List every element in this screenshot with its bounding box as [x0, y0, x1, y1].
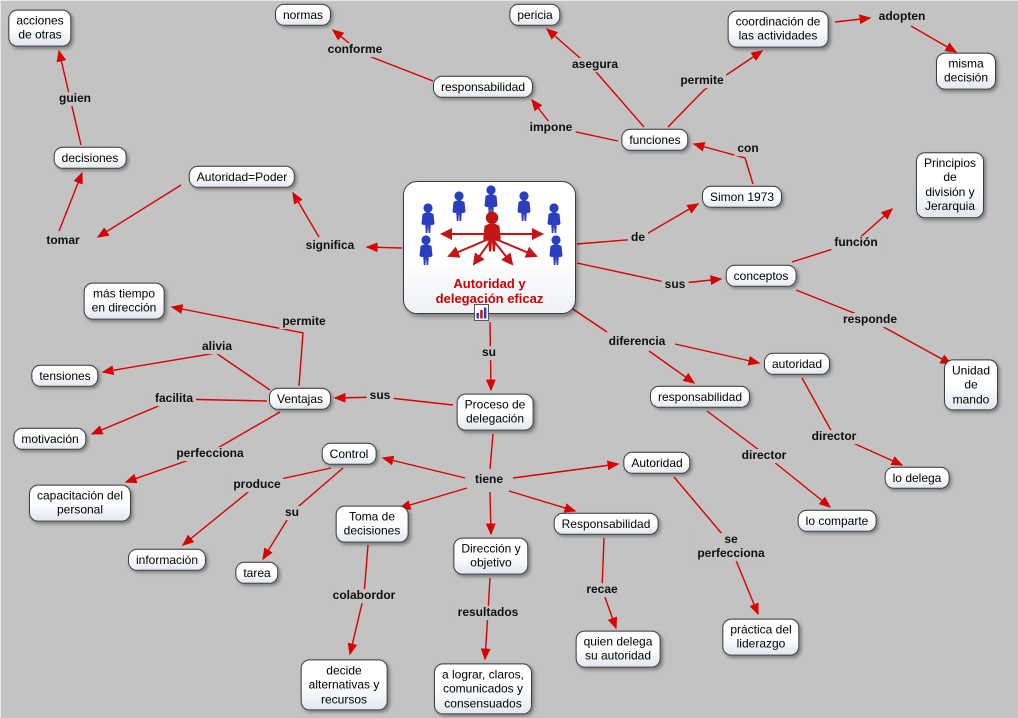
concept-funciones[interactable]: funciones — [621, 128, 689, 152]
central-concept-autoridad-delegacion[interactable]: Autoridad y delegación eficaz — [403, 181, 576, 314]
concept-proceso-de-delegacion[interactable]: Proceso de delegación — [456, 393, 534, 431]
concept-responsabilidad-normas[interactable]: responsabilidad — [432, 75, 534, 99]
concept-responsabilidad-tiene[interactable]: Responsabilidad — [553, 512, 659, 536]
linking-phrase-resultados[interactable]: resultados — [454, 605, 522, 620]
edge-diferencia-to-autoridad-diferencia — [674, 343, 761, 366]
concept-mas-tiempo-direccion[interactable]: más tiempo en dirección — [83, 282, 165, 320]
delegation-people-graphic — [419, 185, 563, 266]
concept-autoridad-tiene[interactable]: Autoridad — [623, 451, 691, 475]
linking-phrase-diferencia[interactable]: diferencia — [605, 334, 669, 349]
edge-diferencia-to-responsabilidad-diferencia — [648, 350, 696, 384]
linking-phrase-de[interactable]: de — [627, 230, 649, 245]
concept-responsabilidad-diferencia[interactable]: responsabilidad — [649, 385, 751, 409]
edge-tiene-to-direccion-y-objetivo — [485, 491, 496, 536]
concept-principios-division[interactable]: Principios de división y Jerarquia — [915, 152, 985, 218]
edge-simon-1973-to-funciones — [692, 142, 754, 185]
edge-funciones-to-pericia — [545, 28, 645, 128]
edge-ventajas-to-mas-tiempo-direccion — [170, 304, 304, 387]
linking-phrase-colabordor[interactable]: colabordor — [329, 588, 399, 603]
linking-phrase-director-comparte[interactable]: director — [738, 448, 790, 463]
linking-phrase-su-proceso[interactable]: su — [478, 345, 500, 360]
concept-decide-alternativas[interactable]: decide alternativas y recursos — [300, 659, 388, 711]
concept-lo-delega[interactable]: lo delega — [884, 466, 950, 490]
linking-phrase-recae[interactable]: recae — [583, 582, 621, 597]
linking-phrase-guien[interactable]: guien — [56, 91, 94, 106]
edge-coordinacion-actividades-to-adopten — [834, 14, 872, 25]
edge-significa-to-autoridad-poder — [292, 191, 320, 238]
resource-attachment-icon[interactable] — [474, 304, 489, 321]
linking-phrase-alivia[interactable]: alivia — [198, 339, 236, 354]
concept-motivacion[interactable]: motivación — [13, 427, 87, 451]
linking-phrase-tiene[interactable]: tiene — [471, 472, 507, 487]
concept-pericia[interactable]: pericia — [509, 3, 561, 27]
linking-phrase-su-tarea[interactable]: su — [281, 505, 303, 520]
edge-proceso-de-delegacion-to-tiene — [489, 433, 494, 470]
edge-tomar-to-decisiones — [58, 171, 83, 232]
edge-tiene-to-toma-de-decisiones — [398, 487, 468, 510]
concept-tensiones[interactable]: tensiones — [31, 364, 99, 388]
concept-informacion[interactable]: información — [127, 548, 207, 572]
linking-phrase-permite-funciones[interactable]: permite — [677, 73, 727, 88]
central-concept-label: Autoridad y delegación eficaz — [435, 275, 544, 307]
concept-coordinacion-actividades[interactable]: coordinación de las actividades — [727, 10, 829, 48]
edge-autoridad-poder-to-tomar — [96, 184, 182, 238]
edge-autoridad-diferencia-to-lo-delega — [801, 377, 904, 466]
linking-phrase-permite-ventajas[interactable]: permite — [279, 314, 329, 329]
concept-conceptos[interactable]: conceptos — [725, 264, 797, 288]
concept-autoridad-diferencia[interactable]: autoridad — [763, 352, 831, 376]
edge-funciones-to-coordinacion-actividades — [667, 50, 764, 128]
linking-phrase-tomar[interactable]: tomar — [43, 233, 83, 248]
concept-misma-decision[interactable]: misma decisión — [935, 52, 997, 90]
edge-ventajas-to-tensiones — [101, 352, 271, 391]
linking-phrase-sus-ventajas[interactable]: sus — [366, 388, 394, 403]
concept-normas[interactable]: normas — [274, 3, 332, 27]
concept-direccion-y-objetivo[interactable]: Dirección y objetivo — [453, 537, 529, 575]
linking-phrase-adopten[interactable]: adopten — [875, 9, 929, 24]
linking-phrase-conforme[interactable]: conforme — [324, 42, 386, 57]
edge-central-to-conceptos — [576, 262, 723, 285]
edge-adopten-to-misma-decision — [910, 25, 958, 53]
linking-phrase-director-delega[interactable]: director — [808, 429, 860, 444]
linking-phrase-funcion[interactable]: función — [831, 235, 881, 250]
edge-tiene-to-autoridad-tiene — [512, 460, 620, 479]
concept-capacitacion-personal[interactable]: capacitación del personal — [28, 484, 132, 522]
concept-quien-delega-autoridad[interactable]: quien delega su autoridad — [575, 630, 661, 668]
linking-phrase-se-perfecciona[interactable]: se perfecciona — [694, 532, 768, 561]
concept-acciones-de-otras[interactable]: acciones de otras — [8, 9, 72, 47]
linking-phrase-impone[interactable]: impone — [526, 120, 576, 135]
linking-phrase-responde[interactable]: responde — [839, 312, 901, 327]
edge-tiene-to-control — [381, 455, 466, 479]
linking-phrase-produce[interactable]: produce — [230, 477, 284, 492]
concept-a-lograr-claros[interactable]: a lograr, claros, comunicados y consensu… — [433, 663, 533, 715]
linking-phrase-asegura[interactable]: asegura — [568, 57, 622, 72]
linking-phrase-perfecciona[interactable]: perfecciona — [173, 446, 247, 461]
edge-tiene-to-responsabilidad-tiene — [508, 490, 577, 513]
concept-simon-1973[interactable]: Simon 1973 — [701, 185, 783, 209]
concept-unidad-de-mando[interactable]: Unidad de mando — [943, 359, 999, 411]
concept-autoridad-poder[interactable]: Autoridad=Poder — [188, 165, 296, 189]
concept-lo-comparte[interactable]: lo comparte — [797, 509, 877, 533]
concept-ventajas[interactable]: Ventajas — [268, 387, 332, 411]
concept-toma-de-decisiones[interactable]: Toma de decisiones — [335, 505, 409, 543]
edge-central-to-significa — [365, 242, 403, 253]
linking-phrase-sus-conceptos[interactable]: sus — [661, 277, 689, 292]
linking-phrase-facilita[interactable]: facilita — [151, 391, 197, 406]
concept-practica-liderazgo[interactable]: práctica del liderazgo — [722, 618, 800, 656]
linking-phrase-significa[interactable]: significa — [302, 238, 358, 253]
edge-proceso-de-delegacion-to-ventajas — [333, 392, 454, 406]
concept-decisiones[interactable]: decisiones — [53, 146, 127, 170]
concept-control[interactable]: Control — [321, 442, 377, 466]
concept-tarea[interactable]: tarea — [235, 561, 279, 585]
linking-phrase-con[interactable]: con — [734, 141, 762, 156]
